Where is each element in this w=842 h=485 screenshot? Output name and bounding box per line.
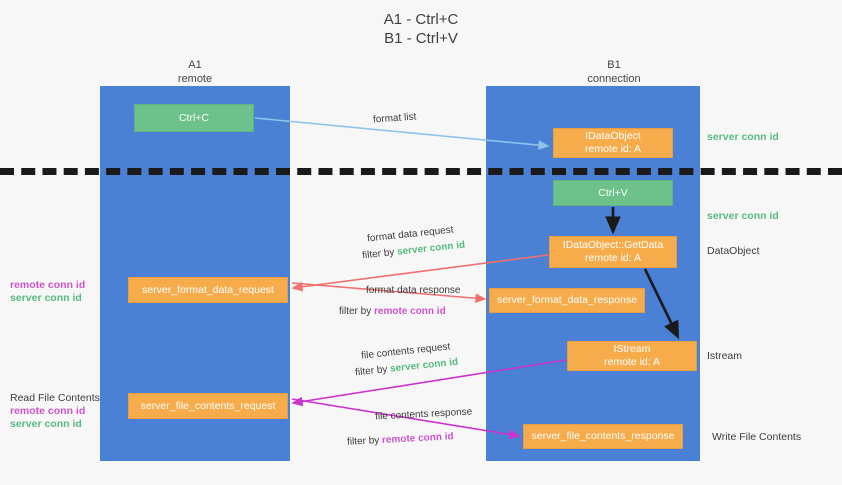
filter-prefix: filter by: [361, 246, 398, 262]
page-title: A1 - Ctrl+C B1 - Ctrl+V: [0, 10, 842, 48]
box-server-file-contents-request-label: server_file_contents_request: [140, 399, 276, 412]
lane-header-a1: A1 remote: [124, 58, 266, 86]
lane-a1-name: A1: [188, 59, 202, 71]
box-idataobject[interactable]: IDataObject remote id: A: [553, 128, 673, 158]
annotation-server-conn-id-2: server conn id: [10, 418, 82, 430]
filter-value-remote-conn-id: remote conn id: [381, 431, 454, 446]
label-format-list-text: format list: [372, 111, 417, 126]
box-getdata-line2: remote id: A: [584, 252, 642, 264]
box-server-file-contents-response-label: server_file_contents_response: [531, 430, 675, 442]
label-format-data-response-filter: filter by remote conn id: [339, 305, 446, 318]
box-istream[interactable]: IStream remote id: A: [567, 341, 697, 371]
box-ctrl-v-label: Ctrl+V: [598, 186, 628, 199]
arrow-format-data-request: [291, 254, 549, 292]
box-server-format-data-request-label: server_format_data_request: [142, 283, 274, 296]
box-server-format-data-request[interactable]: server_format_data_request: [128, 277, 288, 303]
box-server-format-data-response[interactable]: server_format_data_response: [489, 288, 645, 313]
lane-b1-role: connection: [587, 73, 641, 85]
title-line-2: B1 - Ctrl+V: [384, 30, 458, 47]
lane-b1-name: B1: [607, 59, 621, 71]
box-getdata-line1: IDataObject::GetData: [562, 239, 664, 251]
arrow-getdata-to-istream: [643, 268, 680, 340]
box-istream-line1: IStream: [613, 343, 651, 355]
phase-separator-dashed-line: [0, 168, 842, 175]
box-idataobject-getdata[interactable]: IDataObject::GetData remote id: A: [549, 236, 677, 268]
arrow-format-list: [254, 117, 550, 150]
box-idataobject-line2: remote id: A: [584, 143, 642, 155]
box-ctrl-v[interactable]: Ctrl+V: [553, 180, 673, 206]
box-istream-line2: remote id: A: [603, 356, 661, 368]
annotation-left-conn-ids-1: remote conn id server conn id: [10, 279, 85, 305]
annotation-left-conn-ids-2: Read File Contents remote conn id server…: [10, 392, 100, 431]
annotation-read-file-contents: Read File Contents: [10, 392, 100, 404]
box-idataobject-line1: IDataObject: [585, 130, 641, 142]
label-format-data-response-text: format data response: [366, 285, 461, 296]
title-line-1: A1 - Ctrl+C: [383, 11, 459, 28]
annotation-remote-conn-id-1: remote conn id: [10, 279, 86, 291]
box-server-file-contents-response[interactable]: server_file_contents_response: [523, 424, 683, 449]
annotation-dataobject: DataObject: [707, 245, 760, 257]
box-ctrl-c[interactable]: Ctrl+C: [134, 104, 254, 132]
box-server-format-data-response-label: server_format_data_response: [496, 294, 638, 306]
annotation-write-file-contents: Write File Contents: [712, 431, 802, 443]
arrow-file-contents-request: [291, 359, 567, 407]
annotation-server-conn-id-mid: server conn id: [707, 210, 779, 222]
arrow-format-data-response: [291, 282, 487, 303]
annotation-istream: Istream: [707, 350, 743, 362]
lane-header-b1: B1 connection: [540, 58, 688, 86]
label-format-data-response: format data response: [366, 284, 461, 297]
filter-prefix: filter by: [354, 363, 391, 379]
annotation-server-conn-id-top: server conn id: [707, 131, 779, 143]
filter-prefix: filter by: [346, 434, 383, 448]
box-ctrl-c-label: Ctrl+C: [178, 111, 210, 124]
annotation-remote-conn-id-2: remote conn id: [10, 405, 86, 417]
filter-prefix: filter by: [339, 306, 375, 317]
annotation-server-conn-id-1: server conn id: [10, 292, 82, 304]
lane-a1-role: remote: [177, 73, 213, 85]
filter-value-remote-conn-id: remote conn id: [374, 306, 446, 317]
arrow-file-contents-response: [291, 398, 521, 440]
box-server-file-contents-request[interactable]: server_file_contents_request: [128, 393, 288, 419]
